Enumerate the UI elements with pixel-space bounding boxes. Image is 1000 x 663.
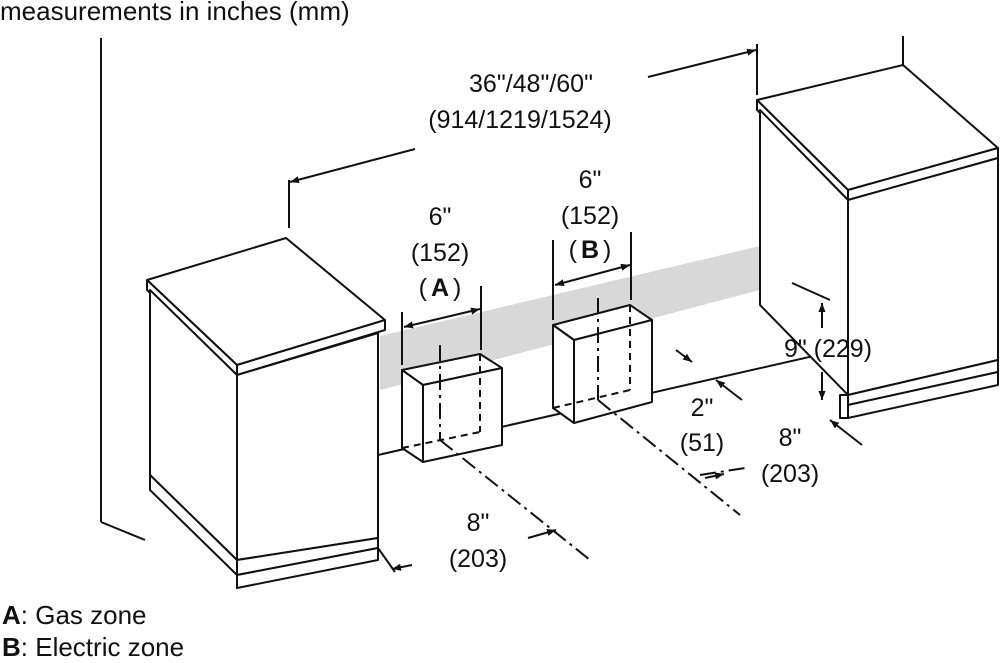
zone-a-width-label-in: 6" bbox=[429, 203, 452, 231]
legend-item-gas-zone: A: Gas zone bbox=[2, 600, 147, 631]
legend-item-electric-zone: B: Electric zone bbox=[2, 632, 184, 663]
zone-center-lines bbox=[439, 298, 746, 561]
left-depth-label-in: 8" bbox=[467, 509, 490, 537]
zone-box-a bbox=[401, 353, 503, 463]
height-label: 9" (229) bbox=[784, 335, 872, 363]
zone-a-paren-open: ( bbox=[419, 274, 428, 302]
gap-label-in: 2" bbox=[691, 394, 714, 422]
height-dimension bbox=[791, 282, 831, 400]
left-depth-dimension bbox=[377, 529, 557, 573]
diagram-title: measurements in inches (mm) bbox=[0, 0, 350, 26]
zone-b-width-label-mm: (152) bbox=[561, 202, 619, 230]
right-cabinet bbox=[756, 64, 999, 419]
right-depth-dimension bbox=[704, 419, 863, 480]
left-cabinet bbox=[146, 237, 386, 589]
gap-dimension bbox=[675, 349, 743, 401]
overall-width-label-mm: (914/1219/1524) bbox=[428, 106, 611, 134]
left-depth-label-mm: (203) bbox=[449, 545, 507, 573]
zone-b-width-dimension bbox=[552, 232, 632, 320]
legend-key-a: A bbox=[2, 600, 21, 630]
legend-key-b: B bbox=[2, 632, 21, 662]
zone-box-b bbox=[552, 304, 653, 424]
overall-width-label-in: 36"/48"/60" bbox=[469, 70, 593, 98]
zone-b-paren-close: ) bbox=[603, 236, 611, 264]
gap-label-mm: (51) bbox=[680, 429, 724, 457]
zone-b-letter: B bbox=[581, 236, 599, 264]
legend-text-gas: : Gas zone bbox=[20, 600, 147, 630]
right-depth-label-mm: (203) bbox=[761, 460, 819, 488]
zone-a-letter: A bbox=[431, 274, 449, 302]
zone-a-paren-close: ) bbox=[453, 274, 461, 302]
zone-b-width-label-in: 6" bbox=[579, 166, 602, 194]
right-depth-label-in: 8" bbox=[779, 424, 802, 452]
overall-width-dimension bbox=[288, 44, 758, 228]
zone-a-width-label-mm: (152) bbox=[411, 239, 469, 267]
legend-text-electric: : Electric zone bbox=[20, 632, 185, 662]
zone-b-paren-open: ( bbox=[569, 236, 578, 264]
zone-a-width-dimension bbox=[401, 286, 482, 365]
